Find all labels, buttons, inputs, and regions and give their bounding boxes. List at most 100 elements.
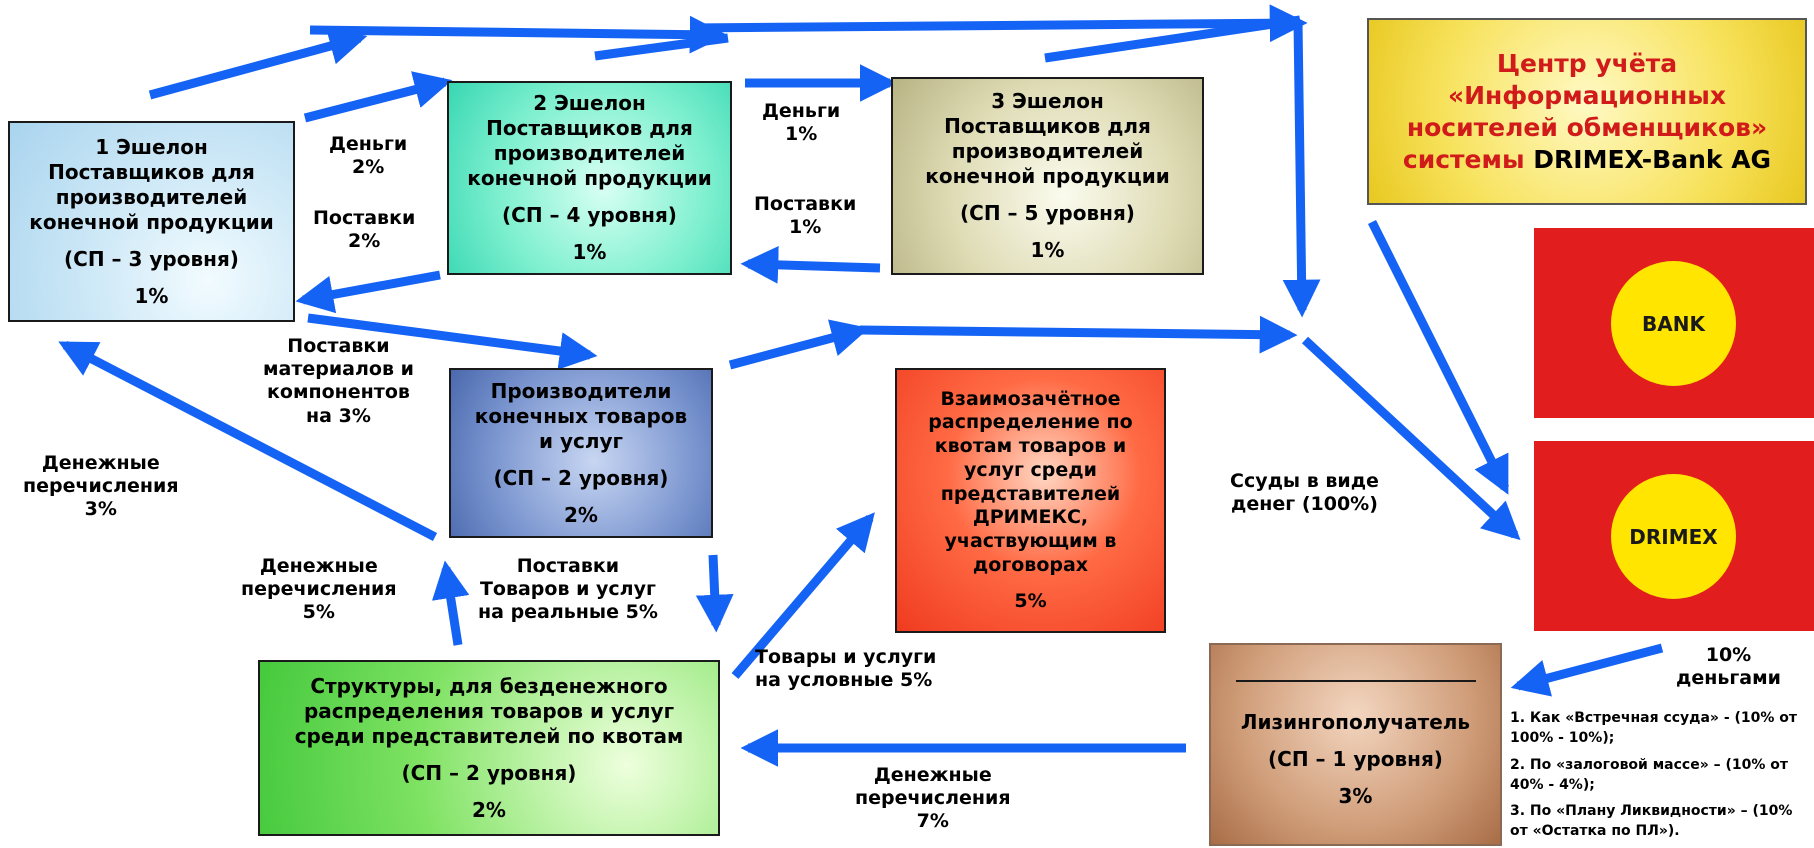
echelon-2-line4: конечной продукции [467,166,712,190]
label-transfers-3: Денежные перечисления 3% [23,452,179,522]
arrow-producers-down [695,554,734,633]
lessee-title: Лизингополучатель [1240,710,1471,734]
mutual-line7: участвующим в [944,530,1117,553]
label-real-5-a: Поставки [516,555,620,577]
note-item: 1. Как «Встречная ссуда» - (10% от 100% … [1510,710,1798,747]
echelon-3-line2: Поставщиков для [944,114,1151,138]
lessee-pct: 3% [1338,784,1373,808]
echelon-2-pct: 1% [572,240,607,264]
mutual-line3: квотам товаров и [934,435,1127,458]
label-cash-10: 10% деньгами [1676,644,1781,690]
arrow-materials [307,313,598,370]
label-transfers-5: Денежные перечисления 5% [241,555,397,625]
arrow-producers-up [728,319,870,370]
arrow-top-down [1282,21,1321,318]
arrow-transfers3 [58,341,438,541]
label-transfers-3-c: 3% [84,498,117,521]
label-cash-10-b: деньгами [1676,667,1781,690]
label-money-1-b: 1% [784,123,818,146]
label-money-2: Деньги 2% [329,133,407,179]
label-transfers-3-b: перечисления [23,475,179,498]
producers-line3: и услуг [538,428,623,453]
center-line2: «Информационных [1447,80,1727,110]
structures-level: (СП – 2 уровня) [401,760,577,785]
bank-emblem: BANK [1611,261,1736,386]
label-transfers-7-b: перечисления [855,787,1011,810]
label-real-5-b: Товаров и услуг [479,578,656,601]
label-transfers-5-b: перечисления [241,578,397,601]
arrow-supply-3-2 [740,246,881,284]
structures-box: Структуры, для безденежного распределени… [258,660,720,836]
label-money-2-a: Деньги [329,133,408,155]
echelon-1-line3: производителей [55,184,248,209]
label-materials-d: на 3% [306,404,371,427]
mutual-line8: договорах [972,553,1089,576]
echelon-2-box: 2 Эшелон Поставщиков для производителей … [447,81,732,275]
label-supply-1-b: 1% [789,216,822,239]
echelon-2-level: (СП – 4 уровня) [502,203,677,227]
label-transfers-7: Денежные перечисления 7% [855,764,1011,834]
label-money-2-b: 2% [351,156,385,179]
label-supply-2: Поставки 2% [313,207,415,253]
label-materials-c: компонентов [267,381,410,404]
center-line4-black: DRIMEX-Bank AG [1533,144,1772,174]
label-supply-2-b: 2% [348,230,381,253]
note-item: 2. По «залоговой массе» – (10% от 40% - … [1510,756,1789,793]
mutual-line2: распределение по [928,411,1133,434]
producers-line1: Производители [490,378,672,403]
label-real-5: Поставки Товаров и услуг на реальные 5% [478,555,658,625]
producers-pct: 2% [564,502,598,527]
structures-line3: среди представителей по квотам [294,723,684,748]
echelon-3-title: 3 Эшелон [991,89,1104,113]
center-line1: Центр учёта [1496,48,1678,78]
arrow-top-3 [594,33,729,61]
mutual-pct: 5% [1014,589,1047,612]
arrow-to-drimex [1301,336,1521,541]
producers-line2: конечных товаров [474,403,688,428]
label-money-1: Деньги 1% [762,100,840,146]
label-money-1-a: Деньги [762,100,841,122]
lessee-divider [1235,680,1476,682]
echelon-2-title: 2 Эшелон [533,91,646,115]
structures-line2: распределения товаров и услуг [303,698,675,723]
echelon-1-line2: Поставщиков для [48,159,255,184]
echelon-3-box: 3 Эшелон Поставщиков для производителей … [891,77,1204,275]
label-transfers-7-c: 7% [916,810,949,833]
mutual-line6: ДРИМЕКС, [972,506,1089,529]
bank-emblem-label: BANK [1642,311,1705,336]
label-supply-1: Поставки 1% [754,193,856,239]
mutual-distribution-box: Взаимозачётное распределение по квотам т… [895,368,1166,633]
label-supply-1-a: Поставки [754,193,857,215]
drimex-emblem-label: DRIMEX [1629,524,1718,549]
arrow-drimex-lessee [1510,643,1664,697]
center-line4-red: системы [1402,144,1525,174]
note-item: 3. По «Плану Ликвидности» – (10% от «Ост… [1510,803,1793,840]
label-conditional-5: Товары и услуги на условные 5% [755,646,936,692]
label-conditional-5-a: Товары и услуги [755,646,937,668]
arrow-top-5 [1044,15,1301,63]
echelon-2-line3: производителей [493,141,686,165]
bank-flag: BANK [1534,228,1814,418]
mutual-line1: Взаимозачётное [940,387,1121,410]
label-supply-2-a: Поставки [313,207,416,229]
label-loans: Ссуды в виде денег (100%) [1230,470,1379,516]
label-transfers-5-a: Денежные [259,555,378,577]
echelon-3-line3: производителей [951,139,1144,163]
echelon-1-pct: 1% [134,283,169,308]
label-materials: Поставки материалов и компонентов на 3% [263,335,414,428]
echelon-3-pct: 1% [1030,238,1065,262]
accounting-center-box: Центр учёта «Информационных носителей об… [1367,18,1807,205]
mutual-line5: представителей [940,482,1121,505]
label-conditional-5-b: на условные 5% [755,669,933,692]
label-materials-a: Поставки [287,335,390,357]
drimex-flag: DRIMEX [1534,441,1814,631]
label-materials-b: материалов и [263,358,414,381]
producers-box: Производители конечных товаров и услуг (… [449,368,713,538]
label-transfers-3-a: Денежные [41,452,160,474]
echelon-3-level: (СП – 5 уровня) [960,201,1135,225]
drimex-emblem: DRIMEX [1611,474,1736,599]
label-transfers-7-a: Денежные [873,764,992,786]
label-cash-10-a: 10% [1705,644,1752,666]
echelon-2-line2: Поставщиков для [486,116,693,140]
